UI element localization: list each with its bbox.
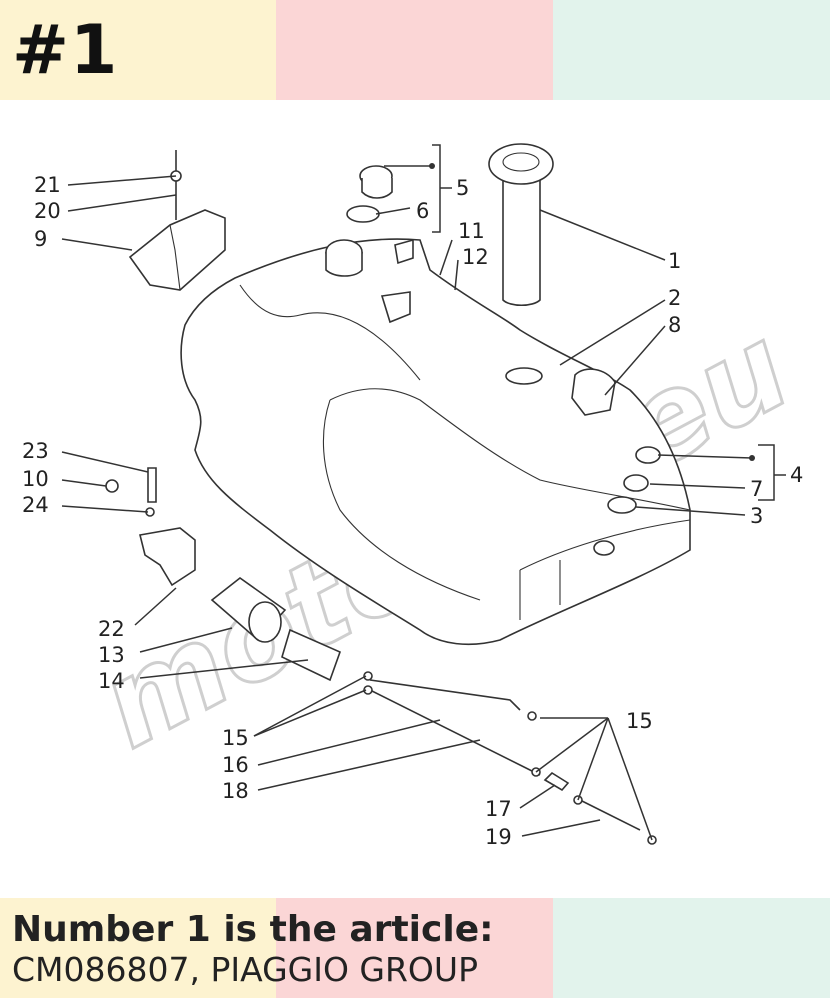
article-code: CM086807, PIAGGIO GROUP (12, 950, 478, 989)
callout-15-left: 15 (222, 726, 249, 750)
part-5-cap (346, 165, 393, 223)
fuel-lines (363, 671, 657, 845)
callout-5: 5 (456, 176, 469, 200)
band-pink-bottom (276, 898, 553, 998)
callout-6: 6 (416, 199, 429, 223)
callout-9: 9 (34, 227, 47, 251)
callout-labels: 21 20 9 5 6 11 12 1 2 8 4 7 3 23 10 24 2… (22, 173, 803, 849)
part-9-bracket (128, 150, 226, 291)
callout-13: 13 (98, 643, 125, 667)
band-green-bottom (553, 898, 830, 998)
band-yellow-bottom (0, 898, 276, 998)
callout-18: 18 (222, 779, 249, 803)
item-number-tag: #1 (12, 11, 119, 90)
callout-8: 8 (668, 313, 681, 337)
callout-11: 11 (458, 219, 485, 243)
callout-24: 24 (22, 493, 49, 517)
callout-10: 10 (22, 467, 49, 491)
callout-1: 1 (668, 249, 681, 273)
fuel-tank (180, 238, 691, 646)
band-yellow (0, 0, 276, 100)
top-color-band (0, 0, 830, 100)
leader-lines (61, 144, 786, 841)
callout-23: 23 (22, 439, 49, 463)
callout-12: 12 (462, 245, 489, 269)
callout-21: 21 (34, 173, 61, 197)
article-caption-heading: Number 1 is the article: (12, 909, 494, 950)
part-1-filler-pipe (488, 143, 554, 307)
exploded-parts-diagram: motomir.eu (22, 143, 811, 849)
part-22-clip (105, 467, 196, 587)
callout-19: 19 (485, 825, 512, 849)
band-pink (276, 0, 553, 100)
callout-22: 22 (98, 617, 125, 641)
callout-20: 20 (34, 199, 61, 223)
callout-17: 17 (485, 797, 512, 821)
callout-3: 3 (750, 504, 763, 528)
callout-14: 14 (98, 669, 125, 693)
callout-7: 7 (750, 477, 763, 501)
callout-16: 16 (222, 753, 249, 777)
callout-4: 4 (790, 463, 803, 487)
gaskets-3-7 (607, 446, 661, 514)
band-green (553, 0, 830, 100)
callout-2: 2 (668, 286, 681, 310)
callout-15-right: 15 (626, 709, 653, 733)
part-13-pump (210, 577, 342, 682)
bottom-color-band (0, 898, 830, 998)
